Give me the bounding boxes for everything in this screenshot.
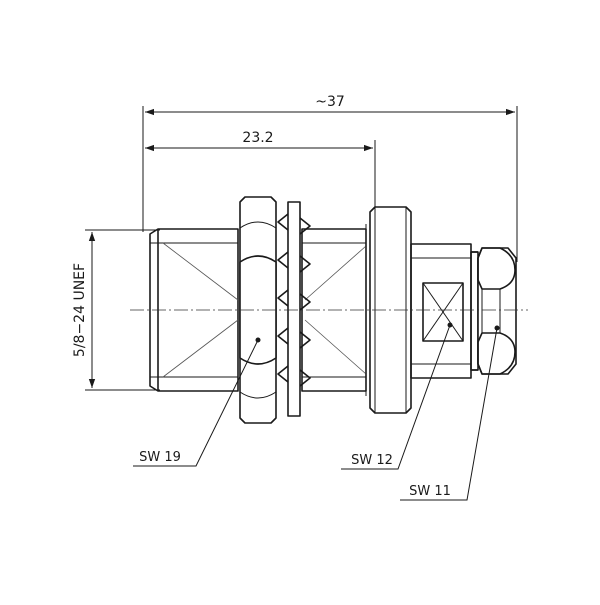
callout-body-hex: SW 12 <box>341 322 453 470</box>
thread-label: 5/8−24 UNEF <box>72 263 88 357</box>
rear-nut <box>477 247 517 375</box>
sw-11-label: SW 11 <box>409 484 451 499</box>
body-length-label: 23.2 <box>242 130 273 146</box>
rear-threaded-section <box>301 224 367 396</box>
callout-hex-nut: SW 19 <box>133 337 261 467</box>
body-hex <box>410 243 479 379</box>
sw-12-label: SW 12 <box>351 453 393 468</box>
dimension-body-length: 23.2 <box>145 130 376 210</box>
overall-length-label: ~37 <box>315 94 345 110</box>
lock-washer <box>277 201 311 417</box>
dimension-overall-length: ~37 <box>142 94 518 262</box>
dimension-thread: 5/8−24 UNEF <box>72 229 160 391</box>
callout-rear-nut: SW 11 <box>400 325 500 501</box>
sw-19-label: SW 19 <box>139 450 181 465</box>
